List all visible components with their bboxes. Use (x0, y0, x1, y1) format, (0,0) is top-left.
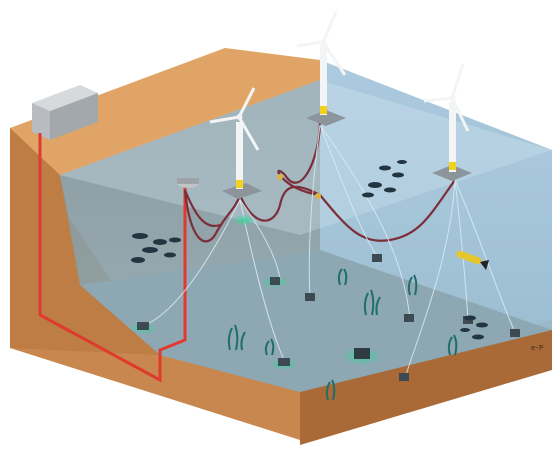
cable-junction (277, 174, 283, 180)
onshore-substation-icon (32, 85, 98, 140)
soil-top-surface (10, 48, 320, 175)
sensor-nodes (129, 214, 520, 381)
soil-front-face (300, 320, 552, 445)
water-floor (80, 250, 552, 392)
anchor-block (510, 329, 520, 337)
water-front-tint (60, 80, 552, 392)
sensor-node-icon (342, 347, 382, 365)
sensor-node-icon (270, 358, 298, 370)
seabed-block (10, 48, 552, 445)
water-surface (60, 80, 552, 235)
water-volume (60, 60, 552, 392)
export-cable (38, 133, 187, 383)
anchor-block (372, 254, 382, 262)
fish-school-icon (460, 315, 488, 340)
cable-junction (315, 193, 321, 199)
anchor-block (404, 314, 414, 322)
fish-school-icon (131, 233, 181, 263)
anchor-block (399, 373, 409, 381)
fish-school-icon (362, 160, 407, 198)
array-cables (183, 119, 456, 243)
auv-icon (456, 250, 489, 270)
sensor-node-icon (232, 214, 256, 226)
sensor-node-icon (261, 276, 289, 288)
soil-left-face (10, 128, 300, 440)
wind-turbine-icon (296, 11, 347, 126)
wind-turbine-icon (209, 87, 262, 199)
corner-label: e-P (531, 344, 544, 352)
water-back-right (320, 60, 552, 330)
wind-turbine-icon (423, 63, 472, 181)
seagrass-icon (227, 268, 458, 401)
anchor-block (305, 293, 315, 301)
offshore-substation-icon (177, 178, 199, 188)
mooring-lines (144, 124, 516, 379)
sensor-node-icon (129, 322, 157, 334)
soil-cliff (10, 128, 160, 355)
